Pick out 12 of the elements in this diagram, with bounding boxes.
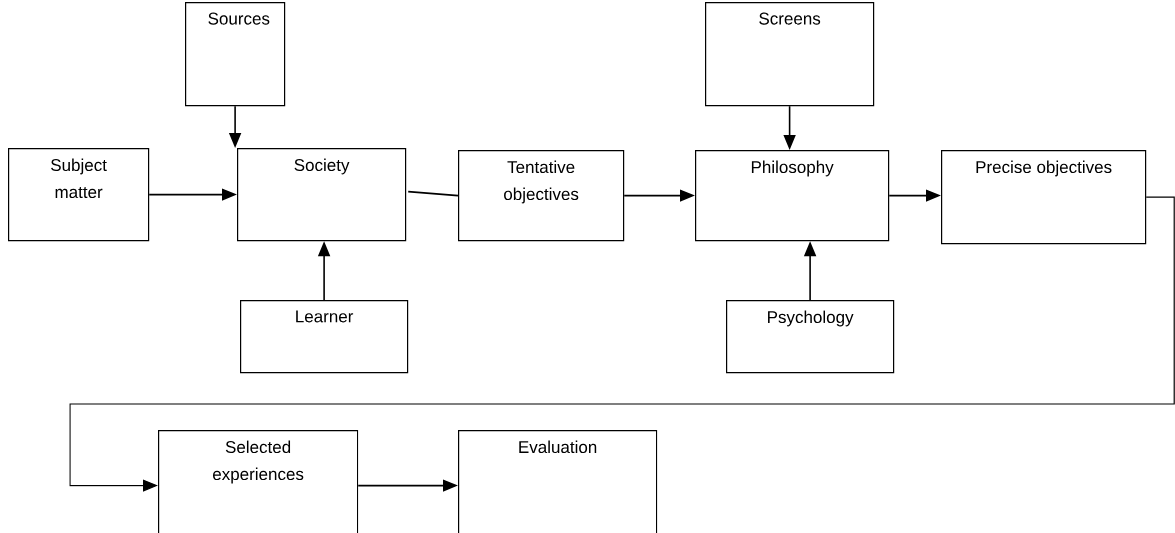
- process-box: Tentative objectives: [458, 150, 625, 242]
- process-box: Screens: [705, 2, 875, 107]
- process-box: Precise objectives: [941, 150, 1147, 245]
- process-box: Learner: [240, 300, 409, 374]
- process-box: Evaluation: [458, 430, 658, 533]
- process-box: Selected experiences: [158, 430, 359, 533]
- process-box: Philosophy: [695, 150, 890, 242]
- process-box: Subject matter: [8, 148, 150, 242]
- process-box: Psychology: [726, 300, 895, 374]
- arrow: [69, 196, 1175, 492]
- process-box: Society: [237, 148, 407, 242]
- process-box: Sources: [185, 2, 286, 107]
